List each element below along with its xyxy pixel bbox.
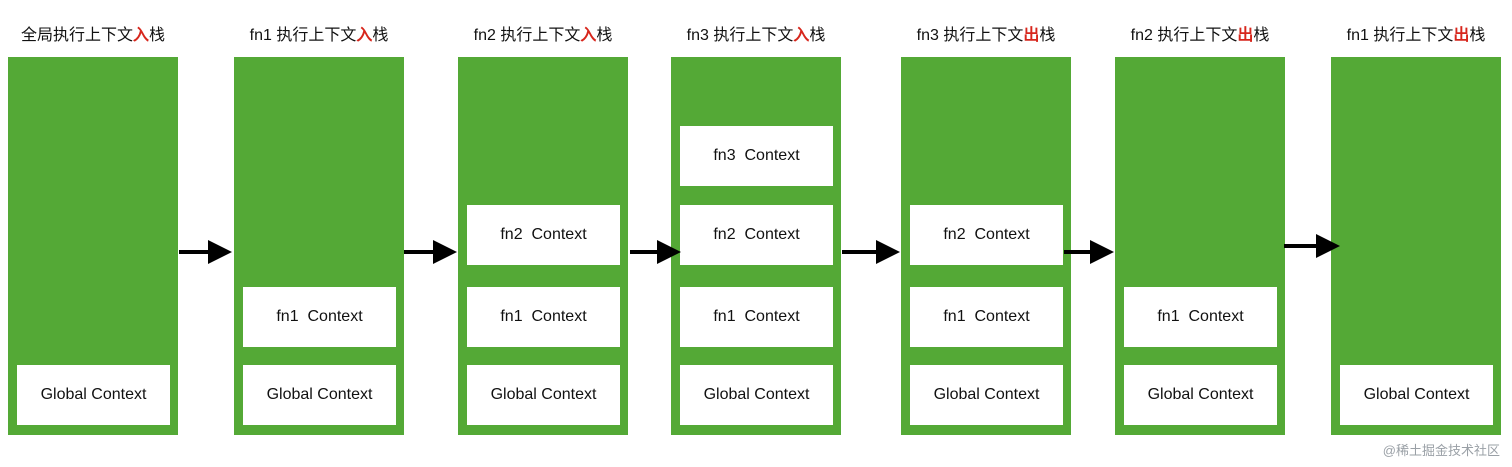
stack-frame: fn2 Context (680, 205, 833, 265)
stage-title-action: 出 (1453, 27, 1470, 44)
stage-title-action: 入 (793, 27, 810, 44)
stack-frame: fn2 Context (467, 205, 620, 265)
stage-title: fn3 执行上下文入栈 (687, 24, 826, 48)
stack-frame: Global Context (467, 365, 620, 425)
stack-frame: Global Context (910, 365, 1063, 425)
stage-title-suffix: 栈 (596, 27, 613, 44)
stack-frame: Global Context (1340, 365, 1493, 425)
stage-title-suffix: 栈 (1253, 27, 1270, 44)
stack-frame: fn1 Context (467, 287, 620, 347)
right-arrow-icon (630, 240, 681, 264)
stack-frame: fn1 Context (1124, 287, 1277, 347)
stage-title-action: 出 (1023, 27, 1040, 44)
stage-title-prefix: fn1 执行上下文 (1346, 27, 1454, 44)
stage-title-suffix: 栈 (1469, 27, 1486, 44)
stage-title-prefix: fn2 执行上下文 (473, 27, 581, 44)
right-arrow-icon (179, 240, 232, 264)
stage-title-action: 入 (132, 27, 150, 44)
stack-frame: fn1 Context (680, 287, 833, 347)
stage-title-prefix: fn3 执行上下文 (686, 27, 794, 44)
stage-title: fn2 执行上下文入栈 (474, 24, 613, 48)
watermark: @稀土掘金技术社区 (1382, 443, 1500, 458)
stage-title-prefix: fn3 执行上下文 (916, 27, 1024, 44)
stack-frame: Global Context (243, 365, 396, 425)
stage-title-prefix: 全局执行上下文 (20, 27, 133, 44)
stage-title-prefix: fn1 执行上下文 (249, 27, 357, 44)
stack-frame: fn3 Context (680, 126, 833, 186)
stack-frame: fn2 Context (910, 205, 1063, 265)
stage-title: fn2 执行上下文出栈 (1131, 24, 1270, 48)
stack-frame: Global Context (17, 365, 170, 425)
stage-title-suffix: 栈 (149, 27, 166, 44)
stage-title: 全局执行上下文入栈 (21, 24, 165, 48)
right-arrow-icon (404, 240, 457, 264)
stage-title-action: 出 (1237, 27, 1254, 44)
stage-title-suffix: 栈 (809, 27, 826, 44)
stage-title-prefix: fn2 执行上下文 (1130, 27, 1238, 44)
stack-frame: Global Context (680, 365, 833, 425)
stage-title-action: 入 (356, 27, 373, 44)
stage-title: fn1 执行上下文入栈 (250, 24, 389, 48)
stack-frame: fn1 Context (910, 287, 1063, 347)
right-arrow-icon (1064, 240, 1114, 264)
stage-title-suffix: 栈 (372, 27, 389, 44)
stage-title: fn1 执行上下文出栈 (1347, 24, 1486, 48)
stage-title-action: 入 (580, 27, 597, 44)
stack-frame: fn1 Context (243, 287, 396, 347)
right-arrow-icon (842, 240, 900, 264)
stack-frame: Global Context (1124, 365, 1277, 425)
stage-title: fn3 执行上下文出栈 (917, 24, 1056, 48)
stage-title-suffix: 栈 (1039, 27, 1056, 44)
right-arrow-icon (1284, 234, 1340, 258)
